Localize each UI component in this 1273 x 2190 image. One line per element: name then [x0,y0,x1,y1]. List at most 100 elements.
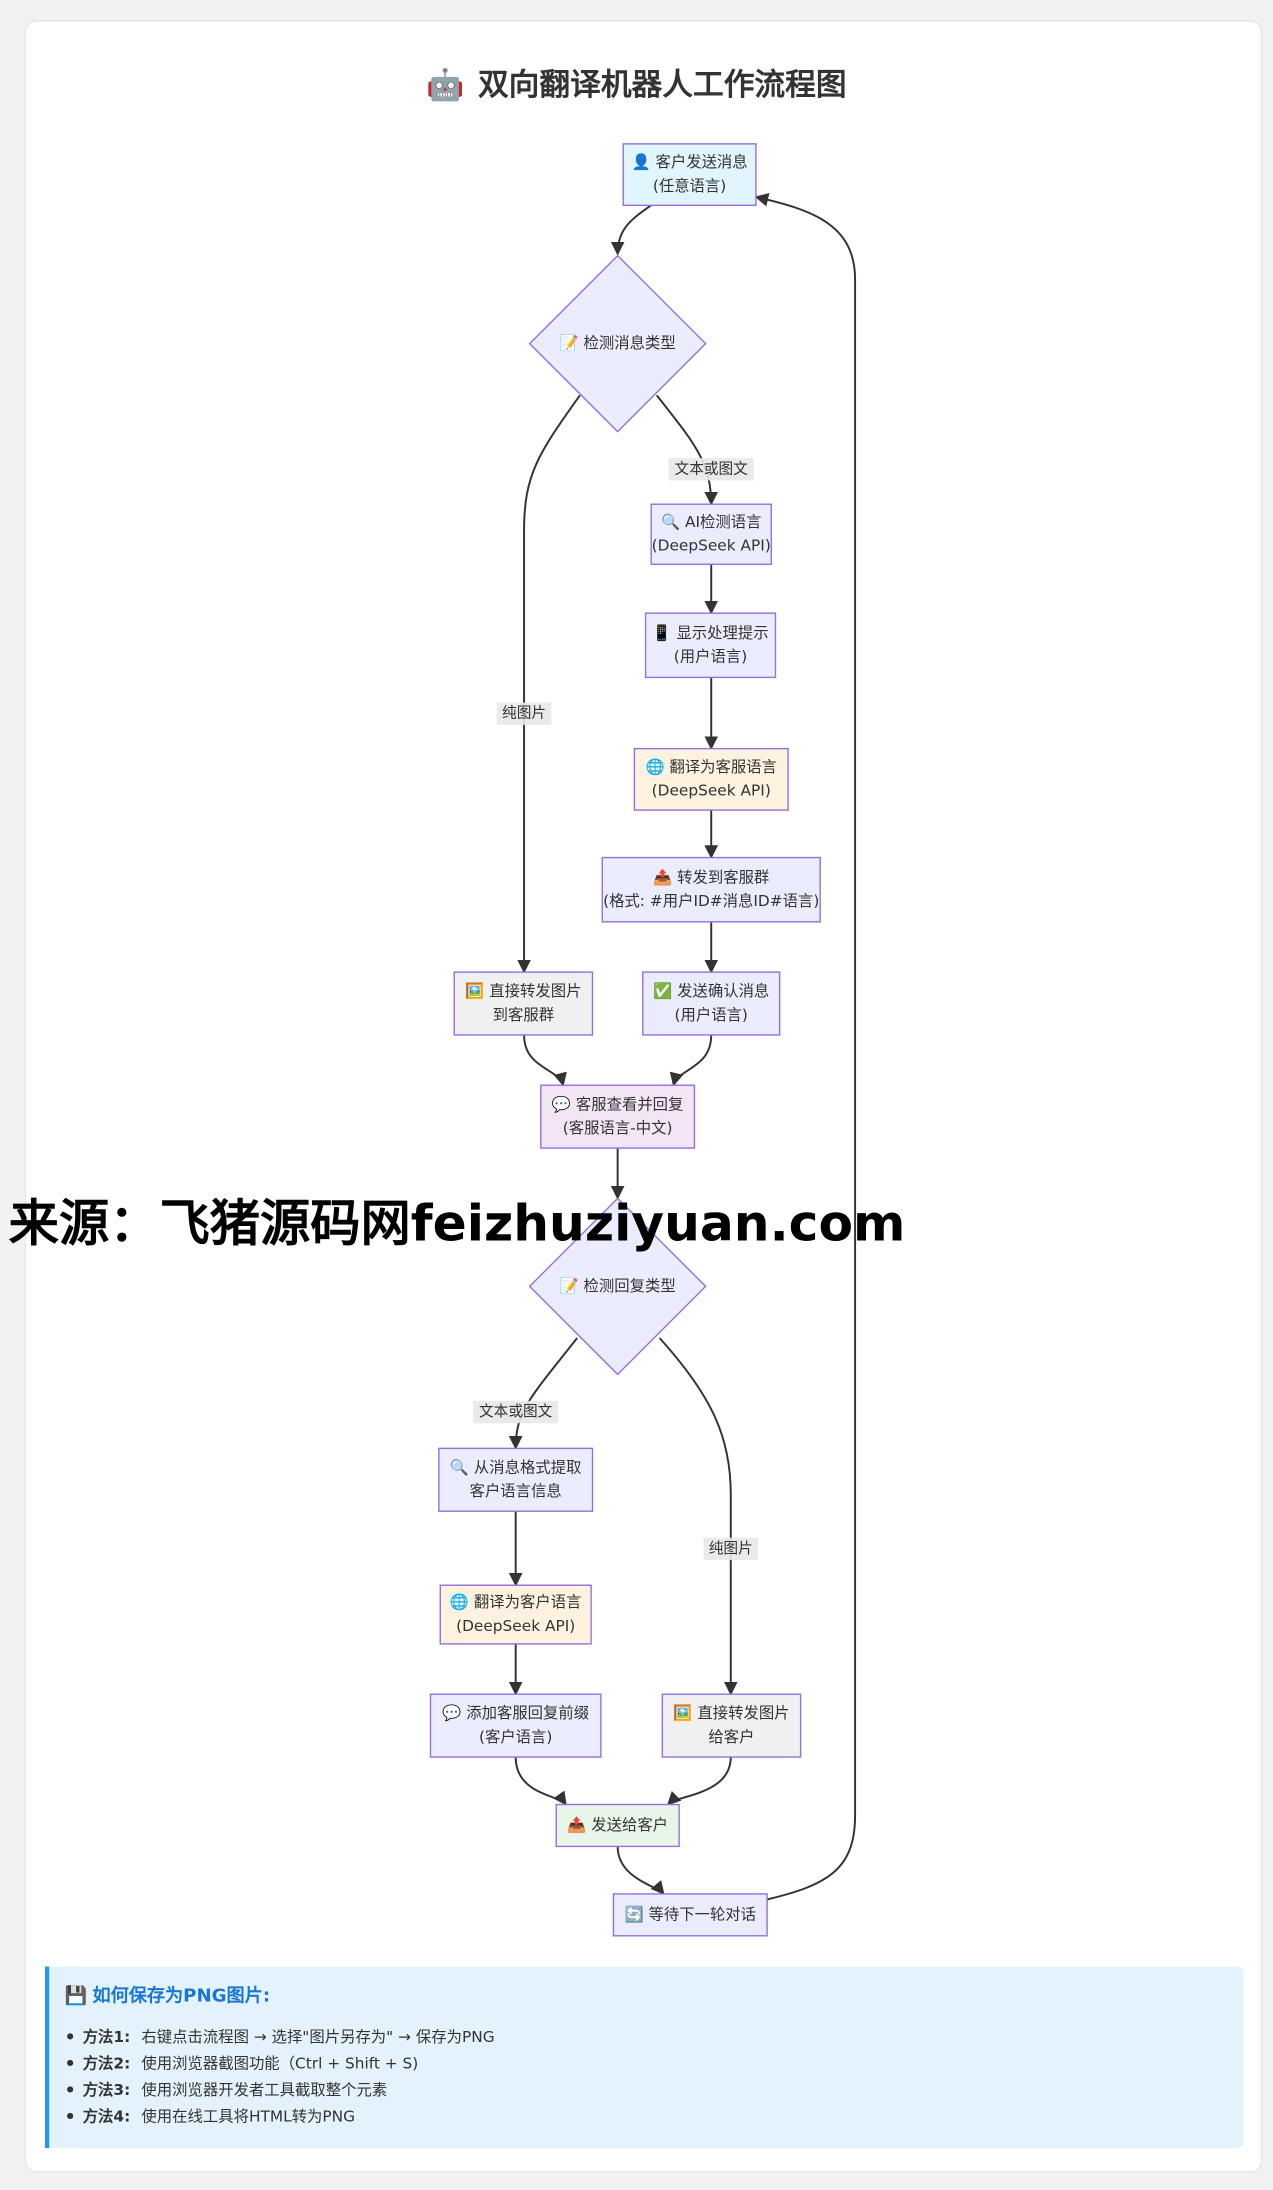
node-label: 📤 转发到客服群 [653,868,769,886]
edge-label-image-only-1: 纯图片 [496,702,552,725]
node-cs-reply[interactable]: 💬 客服查看并回复 (客服语言-中文) [540,1084,696,1149]
edge-label-text: 文本或图文 [479,1403,553,1420]
floppy-disk-icon: 💾 [65,1984,88,2006]
node-label: 🖼️ 直接转发图片 [465,982,581,1000]
node-label: (DeepSeek API) [652,782,771,800]
node-label: 客户语言信息 [470,1482,562,1500]
flow-arrow [666,1757,732,1806]
node-label: 🌐 翻译为客服语言 [645,758,777,776]
process-box [644,612,777,679]
node-label: (客户语言) [479,1728,552,1746]
process-box [601,856,821,923]
flow-arrow [523,1034,567,1087]
node-ai-detect[interactable]: 🔍 AI检测语言 (DeepSeek API) [650,503,772,565]
flow-arrow [616,1846,665,1895]
bullet-icon [67,2059,74,2066]
process-box [453,971,594,1036]
info-title: 如何保存为PNG图片: [92,1984,270,2006]
info-item-text: 使用浏览器开发者工具截取整个元素 [141,2081,387,2099]
info-item-line: 方法1: 右键点击流程图 → 选择"图片另存为" → 保存为PNG [83,2027,495,2046]
process-box [438,1447,594,1512]
node-detect-reply-type[interactable]: 📝 检测回复类型 [528,1197,707,1376]
node-label: 🖼️ 直接转发图片 [673,1704,789,1722]
info-list-item: 方法3: 使用浏览器开发者工具截取整个元素 [67,2080,387,2099]
info-item-text: 右键点击流程图 → 选择"图片另存为" → 保存为PNG [141,2028,494,2046]
node-label: 到客服群 [493,1006,554,1024]
robot-icon: 🤖 [426,67,464,103]
flow-arrow [754,193,857,1901]
node-label: 给客户 [708,1728,754,1746]
node-detect-msg-type[interactable]: 📝 检测消息类型 [528,254,707,433]
info-item-label: 方法1: [83,2027,131,2046]
page-title-text: 双向翻译机器人工作流程图 [478,67,847,103]
flow-arrow [610,204,652,256]
page-title: 🤖 双向翻译机器人工作流程图 [426,67,846,103]
process-box [622,143,757,207]
node-label: 💬 客服查看并回复 [552,1095,684,1113]
flow-arrow [658,1337,738,1696]
flowchart-nodes: 👤 客户发送消息 (任意语言) 📝 检测消息类型 🔍 AI检测语言 (DeepSeek … [429,143,821,1937]
process-box [633,747,789,811]
node-label: (用户语言) [674,648,747,666]
node-forward-to-cs[interactable]: 📤 转发到客服群 (格式: #用户ID#消息ID#语言) [601,856,821,923]
edge-label-text-or-mixed-2: 文本或图文 [473,1400,559,1424]
bullet-icon [67,2033,74,2040]
node-label: 💬 添加客服回复前缀 [442,1704,589,1722]
process-box [612,1893,768,1937]
node-label: 🔄 等待下一轮对话 [625,1905,757,1923]
node-add-prefix[interactable]: 💬 添加客服回复前缀 (客户语言) [429,1693,602,1758]
node-send-to-customer[interactable]: 📤 发送给客户 [555,1803,680,1848]
node-label: ✅ 发送确认消息 [653,982,769,1000]
info-item-line: 方法4: 使用在线工具将HTML转为PNG [83,2107,355,2126]
bullet-icon [67,2112,74,2120]
node-label: 📱 显示处理提示 [652,624,768,642]
flow-arrow [514,1757,567,1806]
flow-arrow [517,394,581,974]
node-label: 📤 发送给客户 [567,1816,668,1834]
info-item-text: 使用浏览器截图功能（Ctrl + Shift + S) [141,2054,418,2072]
save-instructions-panel: 💾 如何保存为PNG图片: 方法1: 右键点击流程图 → 选择"图片另存为" → … [45,1966,1244,2149]
info-item-label: 方法2: [83,2053,131,2072]
info-item-label: 方法4: [83,2107,131,2126]
node-label: (任意语言) [653,176,726,195]
info-item-label: 方法3: [83,2080,131,2099]
node-label: 🔍 AI检测语言 [661,512,761,531]
node-label: 🌐 翻译为客户语言 [450,1593,582,1611]
node-customer-send[interactable]: 👤 客户发送消息 (任意语言) [622,143,757,207]
info-list-item: 方法2: 使用浏览器截图功能（Ctrl + Shift + S) [67,2053,418,2072]
process-box [642,971,781,1036]
node-label: (格式: #用户ID#消息ID#语言) [603,892,819,910]
info-list-item: 方法1: 右键点击流程图 → 选择"图片另存为" → 保存为PNG [67,2027,495,2046]
process-box [439,1584,592,1645]
node-wait-next[interactable]: 🔄 等待下一轮对话 [612,1893,768,1937]
process-box [540,1084,696,1149]
edge-label-text: 文本或图文 [675,460,749,477]
node-label: 👤 客户发送消息 [631,153,747,171]
info-item-line: 方法2: 使用浏览器截图功能（Ctrl + Shift + S) [83,2053,419,2072]
flow-arrow [669,1034,713,1087]
process-box [650,503,772,565]
info-item-text: 使用在线工具将HTML转为PNG [141,2108,355,2126]
info-item-line: 方法3: 使用浏览器开发者工具截取整个元素 [83,2080,388,2099]
edge-label-text: 纯图片 [709,1540,753,1557]
node-translate-to-customer[interactable]: 🌐 翻译为客户语言 (DeepSeek API) [439,1584,592,1645]
watermark: 来源：飞猪源码网feizhuziyuan.com [9,1193,906,1252]
node-show-hint[interactable]: 📱 显示处理提示 (用户语言) [644,612,777,679]
info-list-item: 方法4: 使用在线工具将HTML转为PNG [67,2107,355,2126]
node-label: (DeepSeek API) [652,537,771,555]
node-send-confirm[interactable]: ✅ 发送确认消息 (用户语言) [642,971,781,1036]
decision-diamond [528,254,707,433]
node-label: 📝 检测回复类型 [560,1277,676,1295]
node-label: (用户语言) [675,1006,748,1024]
process-box [429,1693,602,1758]
bullet-icon [67,2086,74,2093]
node-translate-to-cs[interactable]: 🌐 翻译为客服语言 (DeepSeek API) [633,747,789,811]
node-label: (DeepSeek API) [456,1617,575,1635]
edge-label-text: 纯图片 [502,705,546,722]
node-label: (客服语言-中文) [563,1119,673,1137]
